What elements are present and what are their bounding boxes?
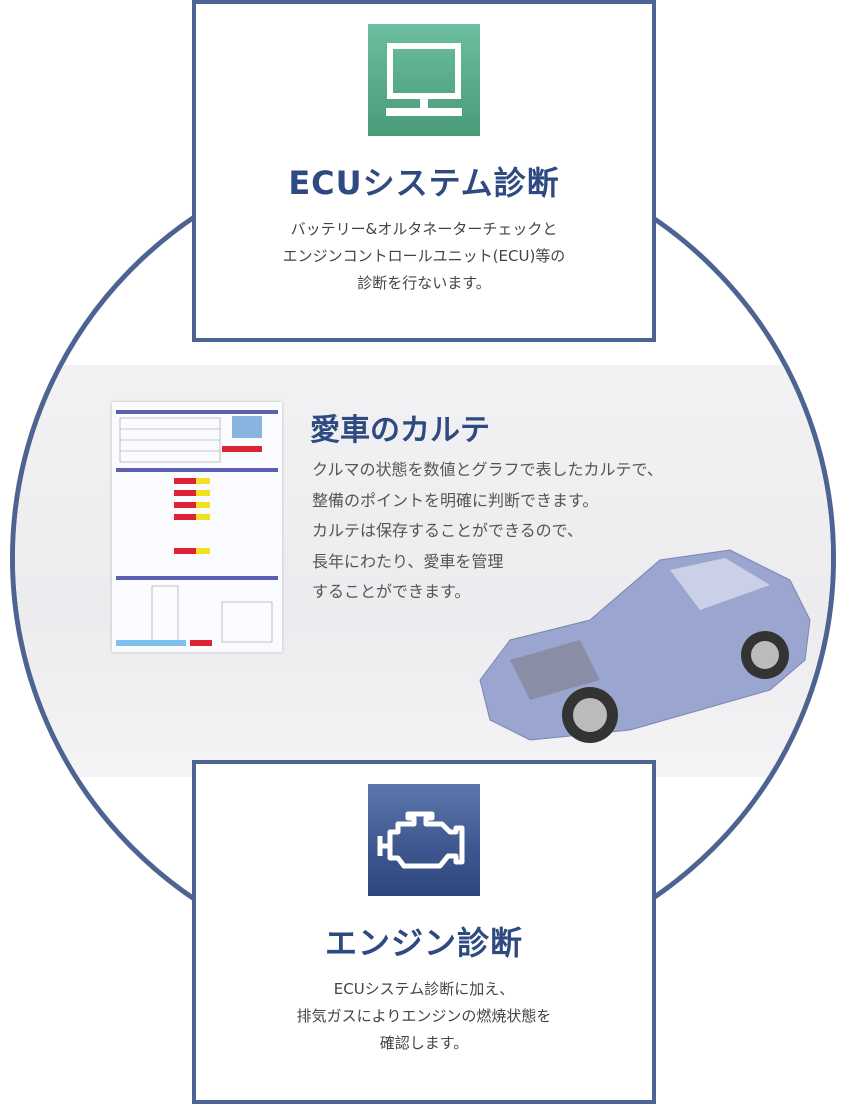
car-illustration <box>479 549 811 743</box>
karte-line: 整備のポイントを明確に判断できます。 <box>312 490 599 510</box>
karte-line: 長年にわたり、愛車を管理 <box>312 551 504 571</box>
karte-line: カルテは保存することができるので、 <box>312 521 584 540</box>
ecu-diagnosis-card: ECUシステム診断 バッテリー&オルタネーターチェックと エンジンコントロールユ… <box>192 0 656 342</box>
karte-document-thumbnail <box>112 402 282 652</box>
karte-line: クルマの状態を数値とグラフで表したカルテで、 <box>312 460 663 479</box>
engine-line: 排気ガスによりエンジンの燃焼状態を <box>296 1007 552 1025</box>
engine-warning-icon <box>368 784 480 896</box>
engine-diagnosis-card: エンジン診断 ECUシステム診断に加え、 排気ガスによりエンジンの燃焼状態を 確… <box>192 760 656 1104</box>
engine-title: エンジン診断 <box>324 924 523 962</box>
karte-title: 愛車のカルテ <box>310 413 490 448</box>
engine-line: 確認します。 <box>379 1034 469 1052</box>
ecu-title: ECUシステム診断 <box>288 164 560 202</box>
monitor-icon <box>368 24 480 136</box>
engine-line: ECUシステム診断に加え、 <box>333 980 515 998</box>
ecu-line: バッテリー&オルタネーターチェックと <box>290 220 558 238</box>
karte-sheet-graphic <box>116 410 278 646</box>
ecu-line: エンジンコントロールユニット(ECU)等の <box>282 247 566 265</box>
karte-description: クルマの状態を数値とグラフで表したカルテで、 整備のポイントを明確に判断できます… <box>312 455 663 608</box>
karte-line: することができます。 <box>312 582 471 601</box>
ecu-line: 診断を行ないます。 <box>357 274 491 292</box>
